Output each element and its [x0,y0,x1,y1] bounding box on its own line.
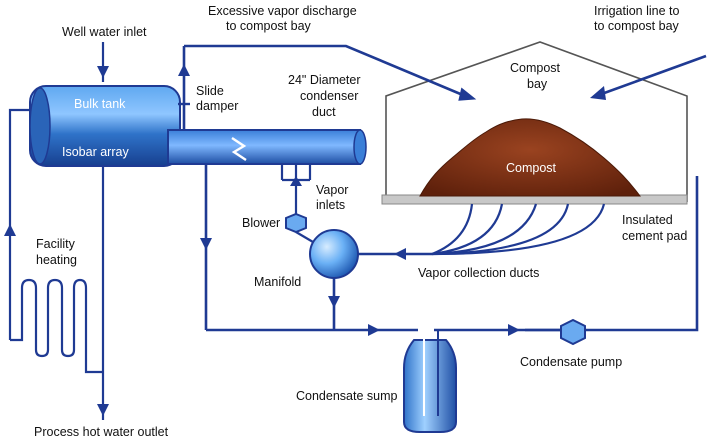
label-compost: Compost [506,161,557,175]
bulk-tank [29,85,181,167]
label-condenser-duct-line2: condenser [300,89,358,103]
label-condensate-sump: Condensate sump [296,389,398,403]
vapor-inlets [280,164,312,198]
label-vapor-collection-ducts: Vapor collection ducts [418,266,539,280]
condensate-sump [403,330,457,433]
hot-water-outlet-pipe [97,130,109,420]
label-blower: Blower [242,216,280,230]
label-condenser-duct-line1: 24" Diameter [288,73,361,87]
label-compost-bay-line1: Compost [510,61,561,75]
label-insulated-pad-line2: cement pad [622,229,687,243]
label-isobar-array: Isobar array [62,145,129,159]
label-process-hot-water-outlet: Process hot water outlet [34,425,169,439]
label-slide-damper-line1: Slide [196,84,224,98]
label-irrigation-line1: Irrigation line to [594,4,680,18]
label-slide-damper-line2: damper [196,99,238,113]
compost-pile [419,118,642,197]
label-irrigation-line2: to compost bay [594,19,680,33]
label-vapor-inlets-line1: Vapor [316,183,348,197]
well-water-inlet-pipe [97,42,109,82]
label-facility-heating-line1: Facility [36,237,76,251]
vapor-collection-ducts [358,203,606,260]
label-manifold: Manifold [254,275,301,289]
label-vapor-inlets-line2: inlets [316,198,345,212]
break-mark [231,137,247,161]
label-bulk-tank: Bulk tank [74,97,126,111]
manifold [309,229,359,279]
blower [285,212,307,234]
label-condensate-pump: Condensate pump [520,355,622,369]
vapor-discharge-line [178,44,477,130]
label-insulated-pad-line1: Insulated [622,213,673,227]
label-compost-bay-line2: bay [527,77,548,91]
condensate-line [200,164,560,336]
condensate-pump [560,318,586,346]
label-well-water-inlet: Well water inlet [62,25,147,39]
condenser-duct [167,129,367,165]
label-facility-heating-line2: heating [36,253,77,267]
label-excessive-vapor-line1: Excessive vapor discharge [208,4,357,18]
label-excessive-vapor-line2: to compost bay [226,19,312,33]
label-condenser-duct-line3: duct [312,105,336,119]
